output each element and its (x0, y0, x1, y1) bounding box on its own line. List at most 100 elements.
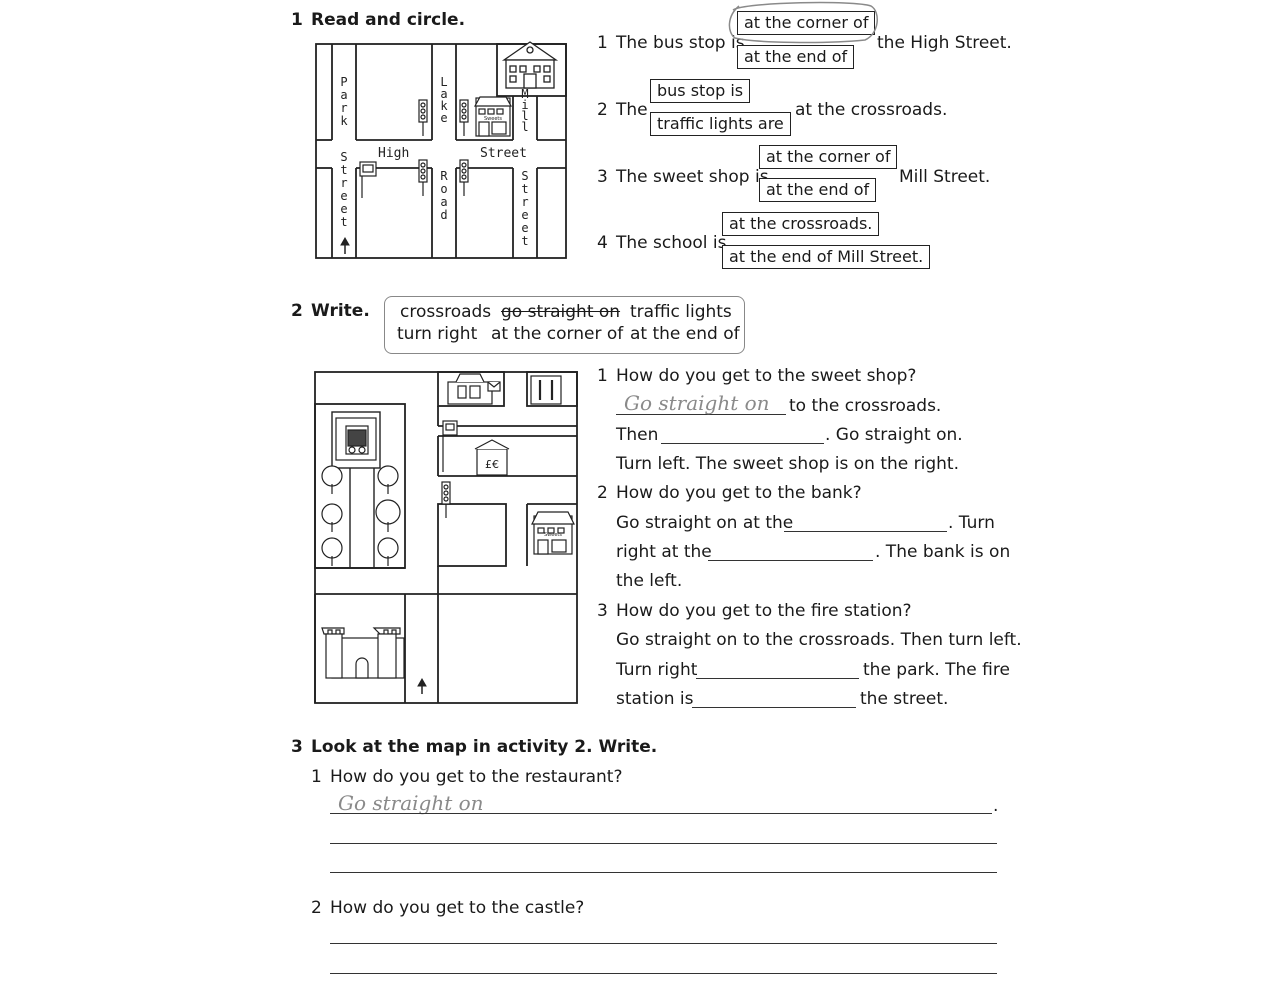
tree-icon (321, 465, 401, 566)
a2-q3-l3-pre: station is (616, 689, 694, 709)
activity-3-title: Look at the map in activity 2. Write. (311, 737, 658, 757)
label-park-letter: P (340, 75, 347, 89)
label-street-letter: e (521, 221, 528, 235)
label-street-letter: e (340, 189, 347, 203)
label-mill-letter: i (521, 98, 528, 112)
arrow-up-icon (340, 236, 350, 254)
a2-q1-blank-2[interactable] (661, 443, 824, 444)
a1-q3-post: Mill Street. (899, 167, 991, 187)
label-high: High (378, 146, 409, 161)
a3-q1-line-2[interactable] (330, 843, 997, 844)
sweet-shop-icon (531, 511, 575, 555)
a2-q3-l2-post: the park. The fire (863, 660, 1010, 680)
label-street-letter: t (340, 215, 347, 229)
a2-q1-l1-post: to the crossroads. (789, 396, 942, 416)
bus-stop-icon (359, 161, 377, 198)
a2-q2-l3: the left. (616, 571, 683, 591)
a2-q1-answer: Go straight on (624, 391, 770, 415)
a1-q3-option-2[interactable]: at the end of (759, 178, 877, 202)
label-road-letter: d (440, 208, 447, 222)
a2-q2-l2-pre: right at the (616, 542, 712, 562)
a1-q1-option-2[interactable]: at the end of (737, 45, 855, 69)
a1-q4-option-1[interactable]: at the crossroads. (722, 212, 880, 236)
label-street-letter: e (521, 208, 528, 222)
a2-q1-question: How do you get to the sweet shop? (616, 366, 917, 386)
label-street-letter: S (521, 169, 528, 183)
a2-q1-number: 1 (597, 366, 608, 386)
label-street-letter: S (340, 150, 347, 164)
activity-2-number: 2 (291, 301, 303, 321)
traffic-light-icon (418, 99, 469, 196)
word-bank-item: at the corner of (491, 324, 624, 344)
a3-q2-line-1[interactable] (330, 943, 997, 944)
a3-q2-question: How do you get to the castle? (330, 898, 585, 918)
a2-q3-number: 3 (597, 601, 608, 621)
activity-3-number: 3 (291, 737, 303, 757)
a2-q2-number: 2 (597, 483, 608, 503)
a3-q1-end: . (993, 796, 999, 816)
word-bank-item-crossed: go straight on (501, 302, 621, 322)
a2-q2-blank-2[interactable] (708, 560, 873, 561)
a2-q1-l2-post: . Go straight on. (825, 425, 963, 445)
a2-q3-blank-2[interactable] (692, 707, 856, 708)
a2-q3-blank-1[interactable] (696, 678, 859, 679)
activity-2-title: Write. (311, 301, 370, 321)
label-park-letter: r (340, 101, 347, 115)
a1-q1-pre: The bus stop is (616, 33, 745, 53)
label-lake-letter: L (440, 75, 447, 89)
a2-q3-l1: Go straight on to the crossroads. Then t… (616, 630, 1022, 650)
a1-q4-option-2[interactable]: at the end of Mill Street. (722, 245, 931, 269)
a3-q1-number: 1 (311, 767, 322, 787)
label-street: Street (480, 146, 527, 161)
traffic-light-icon (441, 481, 451, 518)
label-road-letter: R (440, 169, 448, 183)
shop-sign-1: Sweets (484, 116, 502, 122)
label-mill-letter: l (521, 109, 528, 123)
a1-q3-option-1[interactable]: at the corner of (759, 145, 898, 169)
a1-q4-pre: The school is (616, 233, 727, 253)
a2-q2-l2-post: . The bank is on (875, 542, 1011, 562)
a1-q2-pre: The (616, 100, 648, 120)
word-bank-item: at the end of (630, 324, 740, 344)
a3-q2-line-2[interactable] (330, 973, 997, 974)
label-lake-letter: k (440, 99, 448, 113)
a1-q3-pre: The sweet shop is (616, 167, 769, 187)
a2-q2-l1-post: . Turn (948, 513, 995, 533)
bank-sign: £€ (485, 458, 499, 471)
a2-q2-question: How do you get to the bank? (616, 483, 862, 503)
label-park-letter: a (340, 88, 347, 102)
a1-q3-number: 3 (597, 167, 608, 187)
a1-q2-post: at the crossroads. (795, 100, 948, 120)
bank-icon (474, 439, 510, 476)
a2-q3-l3-post: the street. (860, 689, 949, 709)
fire-station-icon (335, 417, 377, 461)
a1-q2-option-2[interactable]: traffic lights are (650, 112, 791, 136)
label-park-letter: k (340, 114, 348, 128)
sweet-shop-icon (473, 96, 513, 137)
a1-q2-option-1[interactable]: bus stop is (650, 79, 751, 103)
a1-q1-number: 1 (597, 33, 608, 53)
a2-q1-blank-1[interactable] (616, 414, 786, 415)
word-bank (384, 296, 745, 354)
word-bank-item: crossroads (400, 302, 492, 322)
a3-q1-line-1[interactable] (330, 813, 992, 814)
label-mill-letter: l (521, 120, 528, 134)
label-street-letter: e (340, 202, 347, 216)
answer-circle (728, 1, 878, 44)
a1-q1-post: the High Street. (877, 33, 1012, 53)
a1-q2-number: 2 (597, 100, 608, 120)
word-bank-item: turn right (397, 324, 478, 344)
bus-stop-icon (442, 420, 458, 472)
a1-q1-option-1[interactable]: at the corner of (737, 11, 876, 35)
a2-q2-blank-1[interactable] (784, 531, 947, 532)
restaurant-icon (530, 375, 562, 405)
castle-icon (321, 627, 405, 679)
a2-q1-l2-pre: Then (616, 425, 659, 445)
a3-q1-line-3[interactable] (330, 872, 997, 873)
a3-q2-number: 2 (311, 898, 322, 918)
label-street-letter: t (521, 234, 528, 248)
a1-q4-number: 4 (597, 233, 608, 253)
label-lake-letter: a (440, 87, 447, 101)
label-street-letter: r (521, 195, 528, 209)
